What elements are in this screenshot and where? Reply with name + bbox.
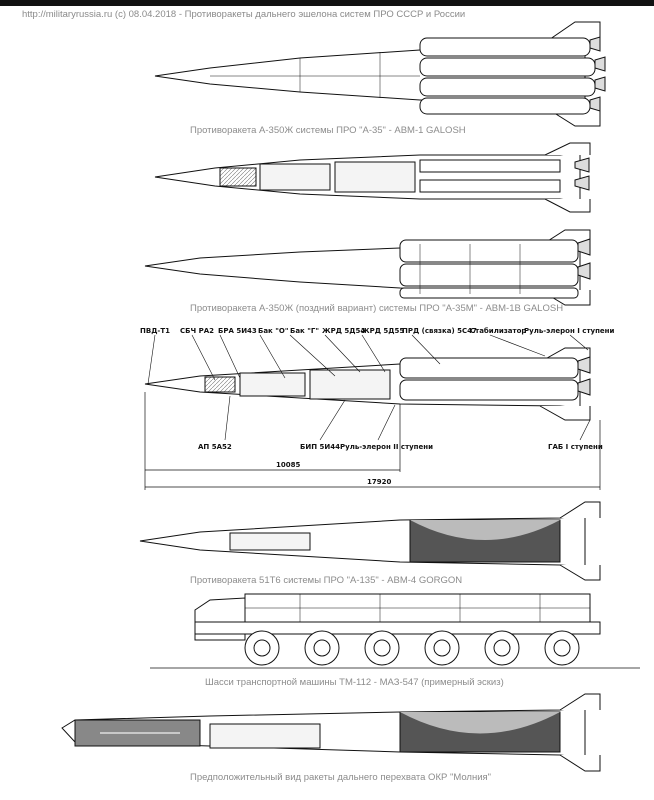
- label-stabilizer: Стабилизатор: [470, 327, 526, 335]
- label-tank-o: Бак "О": [258, 327, 289, 335]
- site-credit: http://militaryrussia.ru (c) 08.04.2018 …: [22, 9, 466, 20]
- label-sbch: СБЧ РА2: [180, 327, 214, 335]
- dimension-long: 17920: [367, 478, 391, 486]
- caption-chassis: Шасси транспортной машины ТМ-112 - МАЗ-5…: [205, 677, 504, 688]
- label-pvd: ПВД-Т1: [140, 327, 170, 335]
- caption-abm1b: Противоракета А-350Ж (поздний вариант) с…: [190, 303, 564, 314]
- caption-abm4: Противоракета 51Т6 системы ПРО "А-135" -…: [190, 575, 463, 586]
- label-bip: БИП 5И44: [300, 443, 340, 451]
- abm4-view: [139, 501, 601, 581]
- abm1b-labeled-cutaway: [144, 347, 591, 421]
- dimension-short: 10085: [276, 461, 300, 469]
- molniya-view: [61, 693, 601, 772]
- labels-bottom: АП 5А52 БИП 5И44 Руль-элерон II ступени …: [198, 443, 603, 451]
- dimension-lines: [144, 392, 601, 490]
- label-aileron-1: Руль-элерон I ступени: [524, 327, 615, 335]
- label-prd: ПРД (связка) 5С47: [402, 327, 477, 335]
- label-bra: БРА 5И43: [218, 327, 257, 335]
- label-aileron-2: Руль-элерон II ступени: [340, 443, 433, 451]
- caption-abm1: Противоракета А-350Ж системы ПРО "А-35" …: [190, 125, 466, 136]
- label-tank-g: Бак "Г": [290, 327, 319, 335]
- label-ap: АП 5А52: [198, 443, 232, 451]
- abm1-cutaway-view: [154, 142, 591, 213]
- chassis-view: [194, 593, 601, 666]
- top-bar: [0, 0, 654, 6]
- abm1-external-view: [154, 21, 606, 127]
- abm1b-external-view: [144, 229, 591, 306]
- label-gab: ГАБ I ступени: [548, 443, 603, 451]
- leader-lines: [147, 334, 591, 441]
- caption-molniya: Предположительный вид ракеты дальнего пе…: [190, 772, 492, 783]
- labels-top: ПВД-Т1 СБЧ РА2 БРА 5И43 Бак "О" Бак "Г" …: [140, 327, 615, 335]
- label-zhrd-5d54: ЖРД 5Д54: [322, 327, 365, 335]
- label-zhrd-5d55: ЖРД 5Д55: [361, 327, 404, 335]
